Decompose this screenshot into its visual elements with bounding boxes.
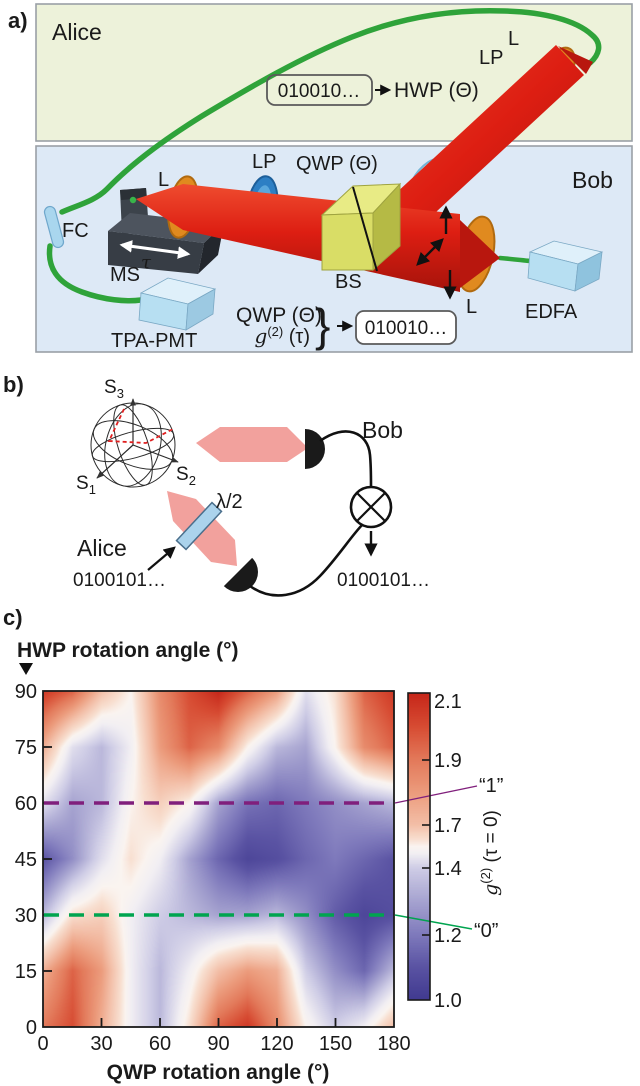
arrow-to-waveplate-icon [147,546,176,571]
panel-a-label: a) [8,8,28,33]
alice-detector [223,557,258,592]
x-tick: 120 [260,1033,293,1055]
alice-diagonal-beam [354,45,584,262]
panel-a: τ [8,3,633,353]
x-tick: 90 [207,1033,229,1055]
panel-b: b) S3 S1 S2 [3,372,430,597]
s1-axis-icon [96,444,134,479]
cb-tick: 1.2 [434,925,462,947]
hwp-label: HWP (Θ) [394,79,479,102]
bob-beam [196,427,308,462]
lens-top-label: L [508,28,519,50]
readout-g2-label: g(2) (τ) [255,324,310,348]
s2-axis-icon [132,444,179,463]
bob-bitstring-box [355,310,457,345]
waveplate-label: λ/2 [216,491,243,513]
y-tick: 45 [15,849,37,871]
cb-tick: 1.0 [434,990,462,1012]
alice-bitstring: 010010… [278,81,360,102]
panel-c-label: c) [3,605,23,630]
bob-title: Bob [572,167,613,193]
bob-bits: 0100101… [337,570,430,591]
x-tick: 30 [90,1033,112,1055]
tau-delay-arrow-icon [119,240,191,259]
x-tick: 0 [37,1033,48,1055]
bob-focus-cone [460,220,500,288]
y-tick: 60 [15,793,37,815]
x-tick: 180 [377,1033,410,1055]
polarization-trajectory [107,408,174,444]
fiber-coupler [43,205,65,249]
focus-spot [129,196,137,204]
cable-alice-to-mixer [249,523,364,597]
ms-label: MS [110,264,140,286]
beam-splitter [320,182,402,272]
bob-b-label: Bob [362,417,403,443]
fc-label: FC [62,220,89,242]
x-axis-title: QWP rotation angle (°) [107,1061,330,1084]
cb-tick: 1.7 [434,815,462,837]
bs-label: BS [335,271,362,293]
alice-title: Alice [52,19,102,45]
fiber-lens-to-edfa [497,255,533,264]
polarization-arrows-icon [416,205,457,300]
alice-fiber-cone [558,46,593,74]
half-wave-plate-b [175,501,223,551]
alice-b-label: Alice [77,535,127,561]
y-tick: 75 [15,737,37,759]
readout-qwp-label: QWP (Θ) [236,304,322,327]
colorbar-frame [407,692,431,1001]
qwp-label: QWP (Θ) [296,153,378,175]
y-tick: 0 [26,1017,37,1039]
y-tick: 15 [15,961,37,983]
s3-label: S3 [104,377,124,401]
cable-bob-to-mixer [319,430,373,487]
bob-detector [305,429,325,469]
fiber-alice-to-fc [59,7,602,215]
mixer-icon [349,485,393,529]
g2-heatmap [43,691,394,1027]
tau-label: τ [141,252,152,273]
bit-zero-label: “0” [474,920,498,942]
cb-tick: 1.4 [434,858,462,880]
alice-bitstring-box [266,74,373,106]
lens-left-label: L [158,169,169,191]
panel-c: c) HWP rotation angle (°) 90 75 60 45 30… [3,605,503,1084]
lens-right-label: L [466,296,477,318]
bit-one-label: “1” [479,775,503,797]
colorbar-ticks [422,759,430,936]
y-tick: 90 [15,681,37,703]
x-tick: 60 [149,1033,171,1055]
y-tick: 30 [15,905,37,927]
x-tick: 150 [319,1033,352,1055]
bob-bitstring: 010010… [365,318,447,339]
readout-brace: } [315,299,330,351]
fiber-fc-to-tpa [46,243,144,304]
s1-label: S1 [76,473,96,497]
y-axis-title: HWP rotation angle (°) [17,639,239,662]
cb-tick: 2.1 [434,691,462,713]
panel-b-label: b) [3,372,24,397]
lp-top-label: LP [479,47,503,69]
tpa-pmt-box [138,277,217,331]
alice-bits: 0100101… [73,570,166,591]
plot-frame [42,690,395,1028]
triangle-down-icon [19,663,33,675]
edfa-label: EDFA [525,301,578,323]
s2-label: S2 [176,464,196,488]
axis-ticks [43,746,337,1027]
cb-tick: 1.9 [434,750,462,772]
poincare-sphere [90,398,179,488]
colorbar-label: g(2) (τ = 0) [478,810,502,896]
edfa-box [527,240,604,292]
colorbar-gradient [408,693,430,1000]
tpa-pmt-label: TPA-PMT [111,330,197,352]
lp-bob-label: LP [252,151,276,173]
